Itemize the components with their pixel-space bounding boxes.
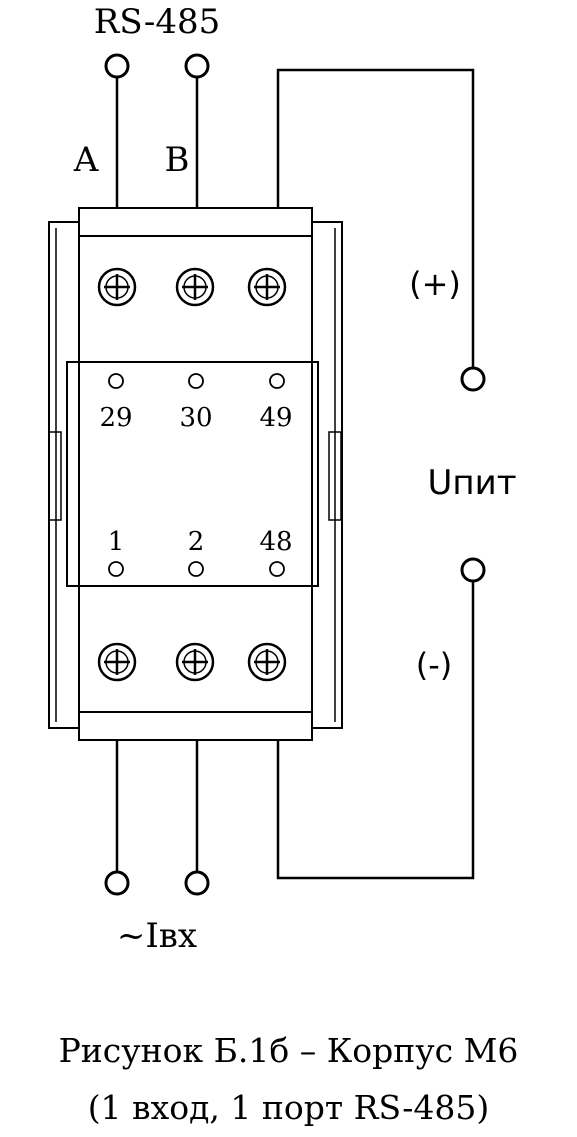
screw-30 (175, 267, 215, 307)
label-input: ~Iвх (117, 916, 197, 956)
wire-minus (276, 580, 475, 880)
indicator-49 (269, 373, 285, 389)
terminal-number: 29 (99, 403, 132, 433)
label-supply: Uпит (427, 463, 516, 503)
terminal-a (104, 53, 130, 79)
terminal-input-1 (104, 870, 130, 896)
label-b: B (165, 140, 190, 180)
screw-1 (97, 642, 137, 682)
screw-2 (175, 642, 215, 682)
figure-caption-line-2: (1 вход, 1 порт RS-485) (87, 1088, 490, 1127)
label-minus: (-) (416, 646, 453, 684)
device-housing (48, 207, 343, 741)
terminal-input-2 (184, 870, 210, 896)
figure-caption-line-1: Рисунок Б.1б – Корпус М6 (58, 1031, 519, 1070)
terminal-number: 1 (108, 527, 125, 557)
terminal-number: 48 (259, 527, 292, 557)
indicator-29 (108, 373, 124, 389)
indicator-1 (108, 561, 124, 577)
screw-29 (97, 267, 137, 307)
terminal-number: 30 (179, 403, 212, 433)
terminal-plus (460, 366, 486, 392)
terminal-b (184, 53, 210, 79)
wire-plus (276, 68, 475, 369)
terminal-number: 2 (188, 527, 205, 557)
indicator-30 (188, 373, 204, 389)
indicator-2 (188, 561, 204, 577)
label-plus: (+) (409, 265, 461, 303)
label-a: A (73, 140, 99, 180)
terminal-minus (460, 557, 486, 583)
terminal-number: 49 (259, 403, 292, 433)
screw-49 (247, 267, 287, 307)
rs485-label: RS-485 (94, 2, 221, 42)
screw-48 (247, 642, 287, 682)
indicator-48 (269, 561, 285, 577)
